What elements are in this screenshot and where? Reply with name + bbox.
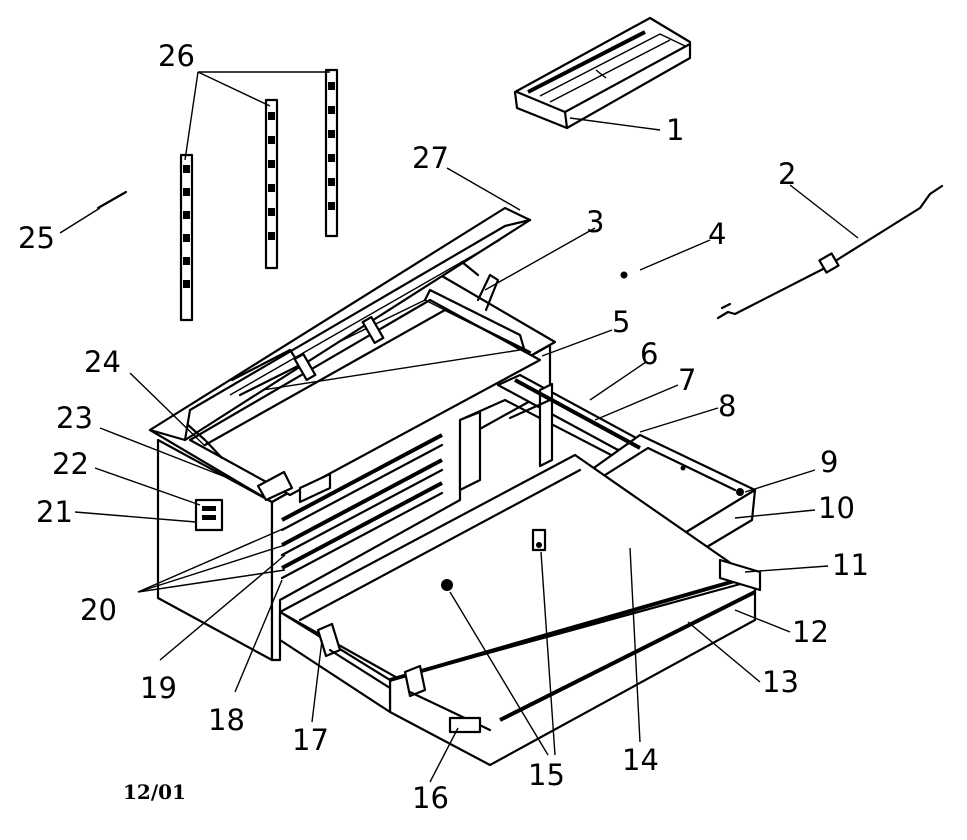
part-2-rod <box>716 184 944 320</box>
callout-18: 18 <box>208 703 245 737</box>
part-26-slide-strips <box>179 68 339 322</box>
callout-2: 2 <box>778 157 796 191</box>
callout-24: 24 <box>84 345 121 379</box>
callout-22: 22 <box>52 447 89 481</box>
part-1-tray <box>513 16 692 130</box>
callout-15: 15 <box>528 758 565 792</box>
callout-4: 4 <box>708 217 726 251</box>
callout-6: 6 <box>640 337 658 371</box>
callout-9: 9 <box>820 445 838 479</box>
callout-26: 26 <box>158 39 195 73</box>
callout-27: 27 <box>412 141 449 175</box>
callout-12: 12 <box>792 615 829 649</box>
part-3-lid-stay <box>460 260 500 312</box>
callout-19: 19 <box>140 671 177 705</box>
lower-drawer-assembly <box>278 453 762 767</box>
callout-11: 11 <box>832 548 869 582</box>
part-24-clasp <box>186 423 224 460</box>
callout-10: 10 <box>818 491 855 525</box>
callout-1: 1 <box>666 113 684 147</box>
callout-23: 23 <box>56 401 93 435</box>
part-27-lid <box>148 206 532 442</box>
part-25-pin <box>96 190 128 210</box>
callout-labels: 1 2 3 4 5 6 7 8 9 10 11 12 13 14 15 16 1… <box>18 39 869 815</box>
callout-21: 21 <box>36 495 73 529</box>
tool-chest-body <box>148 274 557 662</box>
part-4-rivet <box>620 271 628 279</box>
callout-20: 20 <box>80 593 117 627</box>
callout-3: 3 <box>586 205 604 239</box>
callout-25: 25 <box>18 221 55 255</box>
callout-8: 8 <box>718 389 736 423</box>
callout-17: 17 <box>292 723 329 757</box>
callout-14: 14 <box>622 743 659 777</box>
callout-13: 13 <box>762 665 799 699</box>
leader-lines <box>59 71 859 783</box>
callout-16: 16 <box>412 781 449 815</box>
callout-7: 7 <box>678 363 696 397</box>
callout-5: 5 <box>612 305 630 339</box>
date-code: 12/01 <box>123 780 186 804</box>
